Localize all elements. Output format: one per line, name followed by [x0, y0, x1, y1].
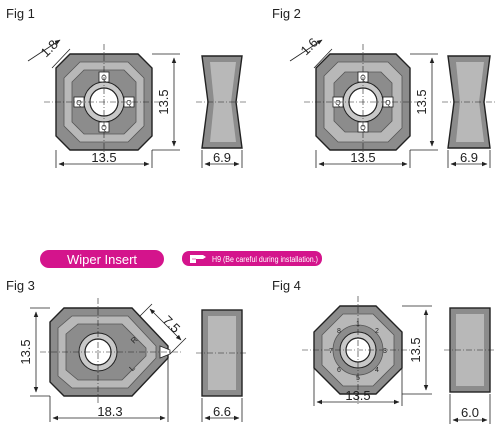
figure-1-mark-right: Q [126, 100, 132, 107]
figure-4: Fig 4 1 2 3 4 5 6 7 8 13.5 13.5 [272, 278, 496, 424]
hand-pointer-icon [190, 255, 206, 263]
figure-3-edge-value: 7.5 [160, 313, 183, 336]
figure-1-thickness-value: 6.9 [213, 150, 231, 165]
figure-2-thickness-value: 6.9 [460, 150, 478, 165]
figure-4-mark-2: 2 [375, 328, 379, 335]
figure-2-mark-right: Q [385, 100, 391, 107]
wiper-insert-badge: Wiper Insert [40, 250, 164, 268]
figure-4-mark-8: 8 [337, 328, 341, 335]
figure-3-insert-side-view: 6.6 [196, 309, 248, 422]
figure-2-width-value: 13.5 [350, 150, 375, 165]
figure-3-width-value: 18.3 [97, 404, 122, 419]
figure-3-thickness-value: 6.6 [213, 404, 231, 419]
figure-1-insert-side-view: 6.9 [196, 55, 248, 168]
wiper-insert-label: Wiper Insert [67, 252, 137, 267]
figure-1: Fig 1 1.8 Q Q Q Q 13.5 [6, 6, 248, 168]
figure-3: Fig 3 7.5 R L 13.5 18.3 [6, 278, 248, 422]
figure-4-mark-3: 3 [383, 348, 387, 355]
figure-2-label: Fig 2 [272, 6, 301, 21]
figure-4-height-value: 13.5 [408, 337, 423, 362]
figure-4-insert-top-view: 1 2 3 4 5 6 7 8 [302, 296, 414, 404]
figure-2: Fig 2 1.6 Q Q Q Q 13.5 [272, 6, 496, 168]
figure-2-insert-top-view: Q Q Q Q [304, 44, 420, 158]
installation-note-badge: H9 (Be careful during installation.) [182, 251, 322, 266]
figure-1-chamfer-value: 1.8 [38, 37, 61, 60]
figure-4-label: Fig 4 [272, 278, 301, 293]
figure-1-mark-left: Q [76, 100, 82, 107]
figure-3-mark-l: L [127, 363, 137, 373]
figure-4-mark-7: 7 [329, 348, 333, 355]
figure-4-width-value: 13.5 [345, 388, 370, 403]
installation-note-text: H9 (Be careful during installation.) [212, 255, 318, 264]
figure-1-label: Fig 1 [6, 6, 35, 21]
figure-4-mark-1: 1 [356, 321, 360, 328]
figure-3-label: Fig 3 [6, 278, 35, 293]
figure-1-mark-bottom: Q [101, 125, 107, 132]
figure-2-insert-side-view: 6.9 [442, 55, 496, 168]
figure-2-chamfer-value: 1.6 [298, 35, 321, 58]
figure-3-insert-top-view: R L [40, 298, 182, 404]
figure-2-mark-left: Q [335, 100, 341, 107]
figure-2-height-value: 13.5 [414, 89, 429, 114]
figure-4-thickness-value: 6.0 [461, 405, 479, 420]
figure-3-height-value: 13.5 [18, 339, 33, 364]
figure-1-height-value: 13.5 [156, 89, 171, 114]
figure-4-insert-side-view: 6.0 [444, 307, 496, 424]
figure-4-mark-6: 6 [337, 367, 341, 374]
figure-1-width-value: 13.5 [91, 150, 116, 165]
figure-3-mark-r: R [129, 335, 140, 346]
figure-4-mark-4: 4 [375, 367, 379, 374]
figure-2-mark-bottom: Q [360, 125, 366, 132]
figure-1-insert-top-view: Q Q Q Q [44, 44, 162, 158]
